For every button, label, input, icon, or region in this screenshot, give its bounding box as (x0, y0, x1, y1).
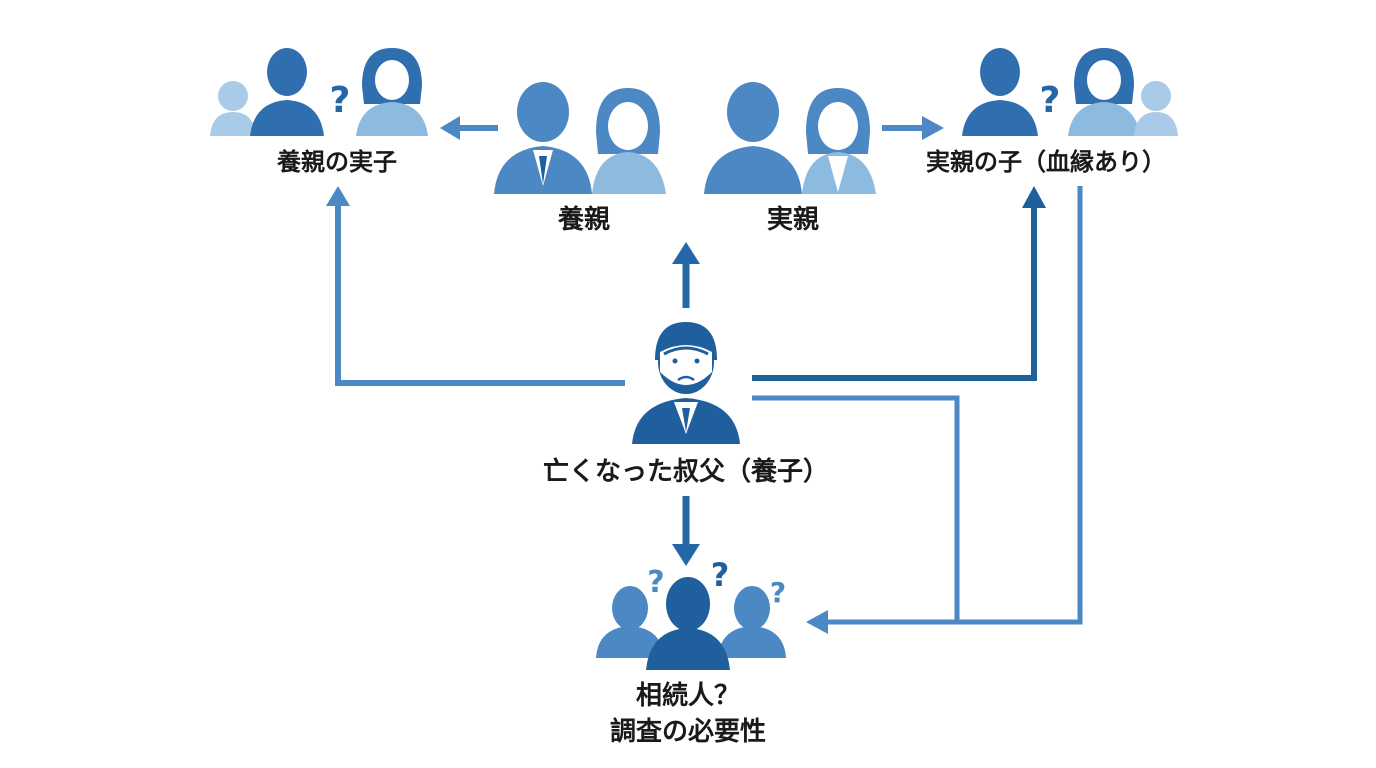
man-icon (704, 82, 802, 194)
person-silhouette-left-icon (596, 586, 664, 658)
man-icon (962, 48, 1038, 136)
woman-icon (592, 88, 666, 194)
biological-parents-label: 実親 (767, 204, 819, 235)
question-mark-icon: ? (711, 556, 730, 594)
arrowhead-heirs-down (672, 544, 700, 566)
arrowhead-heirs (806, 610, 828, 634)
deceased-uncle-icon (632, 322, 740, 444)
heirs-label-line2: 調査の必要性 (610, 716, 766, 747)
arrowhead-adoptive-parents-child (326, 186, 350, 206)
biological-parents-child-label: 実親の子（血縁あり） (926, 148, 1166, 176)
biological-parents-icon-group (704, 82, 876, 194)
woman-icon (1068, 48, 1140, 136)
biological-parents-child-icon-group: ? (962, 48, 1178, 136)
question-mark-icon: ? (1040, 80, 1061, 121)
question-mark-icon: ? (647, 565, 664, 600)
question-mark-icon: ? (330, 80, 351, 121)
adoptive-parents-label: 養親 (557, 205, 610, 235)
line-bio-child-to-heirs (826, 186, 1083, 625)
heirs-label-line1: 相続人？ (636, 680, 740, 711)
person-silhouette-center-icon (646, 577, 730, 670)
adoptive-parents-icon-group (494, 82, 666, 194)
woman-icon (356, 48, 428, 136)
potential-heirs-icon-group: ? ? ? (596, 556, 786, 670)
line-to-bio-parents-child (752, 206, 1037, 381)
child-icon (1134, 81, 1178, 136)
adoptive-parents-child-label: 養親の実子 (277, 148, 397, 176)
arrowhead-bio-to-child (922, 116, 944, 140)
child-icon (210, 81, 256, 136)
line-deceased-right-loop (752, 395, 960, 620)
man-suit-icon (494, 82, 592, 194)
person-silhouette-right-icon (718, 586, 786, 658)
man-icon (250, 48, 324, 136)
question-mark-icon: ? (770, 576, 786, 609)
deceased-uncle-label: 亡くなった叔父（養子） (543, 456, 829, 487)
arrowhead-adoptive-to-child (440, 116, 460, 140)
woman-icon (802, 88, 876, 194)
adoptive-parents-child-icon-group: ? (210, 48, 428, 136)
arrowhead-parents (672, 242, 700, 264)
line-to-adoptive-parents-child (335, 204, 625, 386)
arrowhead-bio-parents-child (1022, 186, 1046, 208)
